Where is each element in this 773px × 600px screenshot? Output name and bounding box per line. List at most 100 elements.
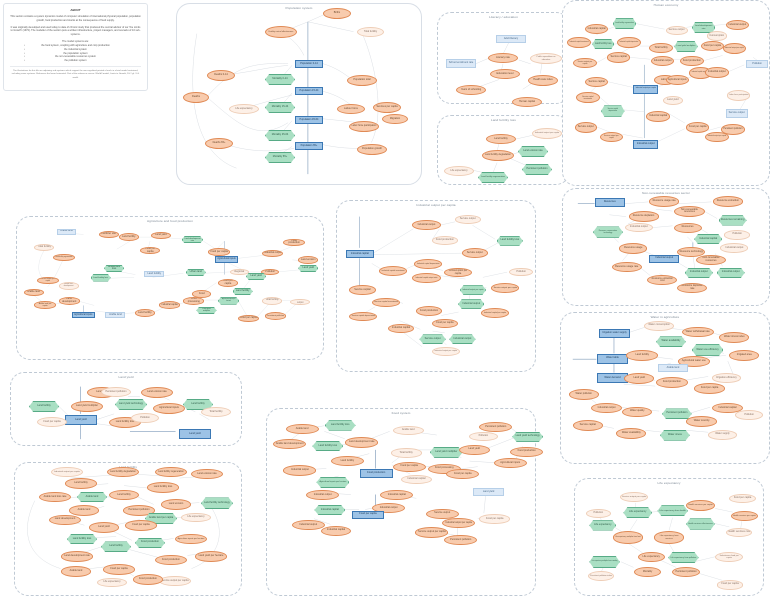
stock-node[interactable]: Population 45-64 [295, 116, 323, 124]
variable-node[interactable]: Service capital depreciation [349, 311, 378, 322]
stock-node[interactable]: Irrigation water supply [598, 328, 631, 339]
variable-node-secondary[interactable]: Food per capita [729, 493, 757, 504]
variable-node[interactable]: Food per capita [693, 383, 726, 394]
variable-node[interactable]: Industrial output [372, 503, 406, 514]
variable-node[interactable]: Land yield [458, 444, 490, 456]
stock-node[interactable]: Agricultural inputs [71, 312, 95, 319]
variable-node-secondary[interactable]: Industrial output [624, 222, 653, 233]
variable-node[interactable]: Food per capita [431, 318, 459, 329]
constraint-node[interactable]: Mortality 15-44 [265, 102, 295, 113]
variable-node[interactable]: Industrial output [705, 67, 729, 78]
variable-node-secondary[interactable]: Service output [454, 215, 481, 224]
variable-node[interactable]: Food production [133, 574, 163, 585]
variable-node[interactable]: Arable land per capita [34, 301, 56, 309]
variable-node[interactable]: Arable land [285, 424, 319, 435]
variable-node[interactable]: Food per capita [140, 246, 161, 255]
variable-node[interactable]: Land fertility [134, 309, 155, 317]
variable-node[interactable]: Food per capita [125, 520, 157, 531]
variable-node-secondary[interactable]: Food production [431, 236, 459, 245]
variable-node[interactable]: Fertility control effectiveness [265, 26, 297, 38]
variable-node-secondary[interactable]: Pollution [468, 431, 498, 441]
variable-node[interactable]: Persistent pollution [479, 422, 513, 433]
variable-node[interactable]: Food per capita [237, 314, 260, 323]
stock-node[interactable]: Industrial output per capita [633, 84, 659, 94]
constraint-node[interactable]: Land yield multiplier [674, 40, 698, 53]
constraint-node[interactable]: Industrial output [449, 334, 476, 345]
variable-node[interactable]: Resource depletion [628, 211, 659, 222]
stock-node[interactable]: Resources [594, 198, 625, 207]
variable-node[interactable]: Pollution [260, 268, 280, 276]
variable-node-secondary[interactable]: Service output per capita [159, 575, 191, 587]
constraint-node[interactable]: Life expectancy [589, 520, 617, 531]
variable-node[interactable]: Land erosion [161, 499, 191, 510]
variable-node[interactable]: Food production [656, 377, 688, 388]
variable-node[interactable]: Land fertility degradation [107, 466, 139, 478]
variable-node-secondary[interactable]: Food per capita [716, 580, 744, 590]
variable-node[interactable]: Health services per capita [686, 499, 715, 511]
variable-node-secondary[interactable]: Service output [665, 25, 688, 36]
variable-node[interactable]: Service capital [572, 420, 603, 431]
variable-node[interactable]: Food per capita [700, 40, 725, 52]
constraint-node[interactable]: Mortality 45-64 [265, 130, 295, 141]
variable-node-secondary[interactable]: Regional [229, 268, 249, 276]
variable-node[interactable]: Persistent pollution [444, 534, 478, 546]
constraint-node[interactable]: Land development rate [181, 236, 204, 244]
variable-node[interactable]: Resource depletion rate [677, 282, 708, 293]
constraint-node[interactable]: Arable land loss [104, 264, 125, 273]
variable-node[interactable]: Industrial output [725, 19, 749, 31]
variable-node-secondary[interactable]: Total fertility [201, 407, 231, 417]
constraint-node[interactable]: Persistent pollution [662, 408, 692, 420]
constraint-node[interactable]: Water stress [660, 429, 690, 441]
variable-node[interactable]: Industrial capital [158, 301, 181, 309]
constraint-node[interactable]: Land fertility loss [496, 236, 523, 246]
variable-node[interactable]: Land fertility regeneration [53, 253, 75, 262]
constraint-node[interactable]: Resources remaining [718, 215, 747, 226]
variable-node[interactable]: Arable land development [273, 439, 307, 450]
variable-node[interactable]: Industrial capital depreciation [414, 258, 443, 269]
variable-node[interactable]: Service output [574, 122, 597, 133]
variable-node[interactable]: Literacy rate [488, 53, 518, 63]
constraint-node[interactable]: Service output [419, 334, 446, 345]
variable-node[interactable]: Service capital [349, 285, 376, 295]
constraint-node[interactable]: Industrial output [684, 267, 713, 278]
variable-node[interactable]: Food production [415, 306, 443, 316]
variable-node[interactable]: Industrial capital [711, 402, 744, 414]
variable-node-secondary[interactable]: Service output per capita [619, 492, 649, 503]
variable-node[interactable]: Land yield [624, 373, 655, 385]
variable-node[interactable]: Service output per capita [491, 283, 520, 294]
variable-node[interactable]: Land development [49, 514, 81, 526]
variable-node-secondary[interactable]: Subsistence food per capita [714, 552, 744, 563]
constraint-node[interactable]: Land fertility technology [201, 497, 233, 509]
constraint-node[interactable]: Land erosion rate [518, 146, 548, 157]
variable-node[interactable]: Total fertility [649, 42, 673, 54]
variable-node[interactable]: Land fertility [109, 489, 139, 501]
variable-node[interactable]: Agriculture inputs per hectare [175, 533, 207, 545]
variable-node[interactable]: Water stress index [719, 332, 750, 344]
variable-node[interactable]: Persistent pollution [671, 567, 701, 578]
constraint-node[interactable]: Industrial output [458, 299, 485, 309]
constraint-node[interactable]: Industrial output [716, 267, 745, 278]
variable-node[interactable]: Land fertility [330, 456, 364, 467]
variable-node-secondary[interactable]: Water consumption [644, 320, 674, 331]
constraint-node[interactable]: Resource conservation technology [592, 226, 623, 238]
variable-node[interactable]: Mortality [634, 567, 662, 578]
variable-node[interactable]: Education level [490, 69, 520, 79]
constraint-node[interactable]: Land fertility regeneration [478, 172, 508, 183]
variable-node[interactable]: Agricultural inputs [665, 75, 689, 86]
note-node[interactable]: Land yield [473, 487, 504, 497]
variable-node[interactable]: Arable land [61, 566, 91, 577]
variable-node[interactable]: Food per capita [103, 564, 135, 575]
variable-node[interactable]: Industrial output [306, 489, 340, 501]
variable-node-secondary[interactable]: Labor force participation [727, 90, 751, 101]
constraint-node[interactable]: Life expectancy from pollution [668, 552, 699, 564]
variable-node-secondary[interactable]: Total fertility [262, 297, 283, 305]
variable-node[interactable]: Resource usage rate [649, 196, 680, 207]
variable-node[interactable]: Food per capita [446, 469, 480, 480]
constraint-node[interactable]: Land yield multiplier [429, 446, 463, 458]
constraint-node[interactable]: Industrial capital [314, 504, 346, 516]
constraint-node[interactable]: Land fertility loss [592, 38, 615, 50]
variable-node[interactable]: Industrial capital [387, 323, 415, 334]
variable-node[interactable]: Resource usage [619, 243, 648, 254]
variable-node[interactable]: Human capital [512, 97, 542, 107]
variable-node[interactable]: Labour force [337, 104, 365, 114]
